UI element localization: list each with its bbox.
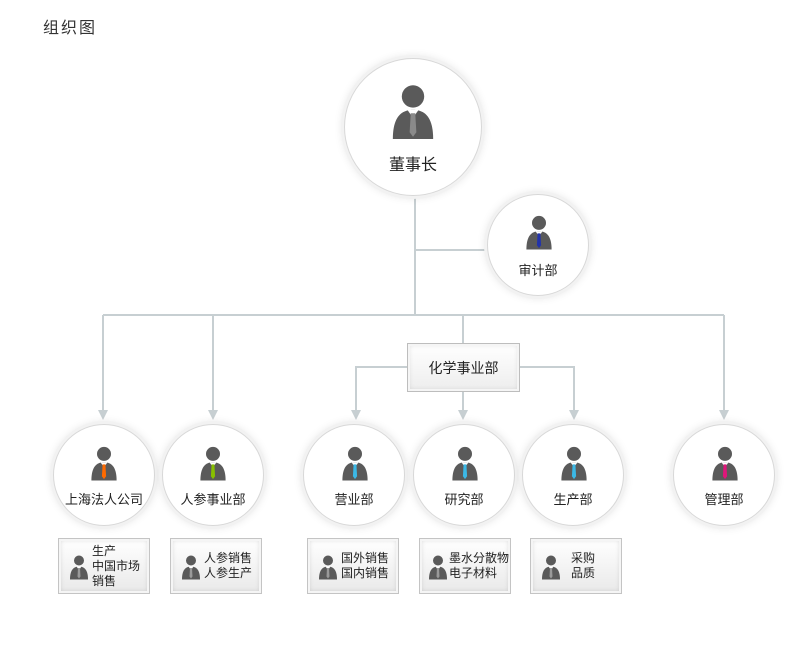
person-icon [69, 552, 89, 582]
node-research[interactable]: 研究部 [413, 424, 515, 526]
sub-box-line: 品质 [571, 566, 596, 580]
sub-box-line: 人参生产 [204, 566, 253, 580]
node-label: 管理部 [704, 493, 744, 508]
sub-box-line: 生产 [92, 544, 117, 558]
person-icon [560, 444, 588, 482]
person-icon [541, 552, 561, 582]
person-icon [428, 552, 448, 582]
sub-box-line: 墨水分散物 [449, 551, 510, 565]
person-icon [451, 444, 479, 482]
person-icon [341, 444, 369, 482]
sub-box-shanghai[interactable]: 生产 中国市场 销售 [58, 538, 150, 594]
person-icon [389, 83, 437, 139]
node-production[interactable]: 生产部 [522, 424, 624, 526]
sub-box-line: 国外销售 [341, 551, 390, 565]
node-label: 审计部 [518, 264, 558, 279]
sub-box-hr[interactable]: 人参销售 人参生产 [170, 538, 262, 594]
node-label: 营业部 [334, 493, 374, 508]
page-title: 组织图 [43, 18, 98, 37]
node-hr[interactable]: 人参事业部 [162, 424, 264, 526]
node-label: 生产部 [553, 493, 593, 508]
sub-box-line: 国内销售 [341, 566, 390, 580]
node-sales[interactable]: 营业部 [303, 424, 405, 526]
node-label: 上海法人公司 [64, 493, 143, 508]
sub-box-line: 采购 [571, 551, 596, 565]
sub-box-line: 人参销售 [204, 551, 253, 565]
person-icon [711, 444, 739, 482]
node-audit[interactable]: 审计部 [487, 194, 589, 296]
node-chemical-division[interactable]: 化学事业部 [407, 343, 520, 392]
connector-arrow [351, 366, 407, 420]
person-icon [525, 213, 553, 251]
node-management[interactable]: 管理部 [673, 424, 775, 526]
person-icon [318, 552, 338, 582]
node-label: 人参事业部 [180, 493, 246, 508]
person-icon [199, 444, 227, 482]
node-label: 化学事业部 [428, 360, 499, 377]
sub-box-line: 中国市场 [92, 559, 141, 573]
person-icon [181, 552, 201, 582]
node-chairman[interactable]: 董事长 [344, 58, 482, 196]
sub-box-research[interactable]: 墨水分散物 电子材料 [419, 538, 511, 594]
node-label: 研究部 [444, 493, 484, 508]
sub-box-line: 电子材料 [449, 566, 498, 580]
sub-box-production[interactable]: 采购 品质 [530, 538, 622, 594]
sub-box-sales[interactable]: 国外销售 国内销售 [307, 538, 399, 594]
node-shanghai[interactable]: 上海法人公司 [53, 424, 155, 526]
node-label: 董事长 [388, 155, 437, 174]
sub-box-line: 销售 [92, 574, 117, 588]
person-icon [90, 444, 118, 482]
connector-arrow [520, 366, 579, 420]
